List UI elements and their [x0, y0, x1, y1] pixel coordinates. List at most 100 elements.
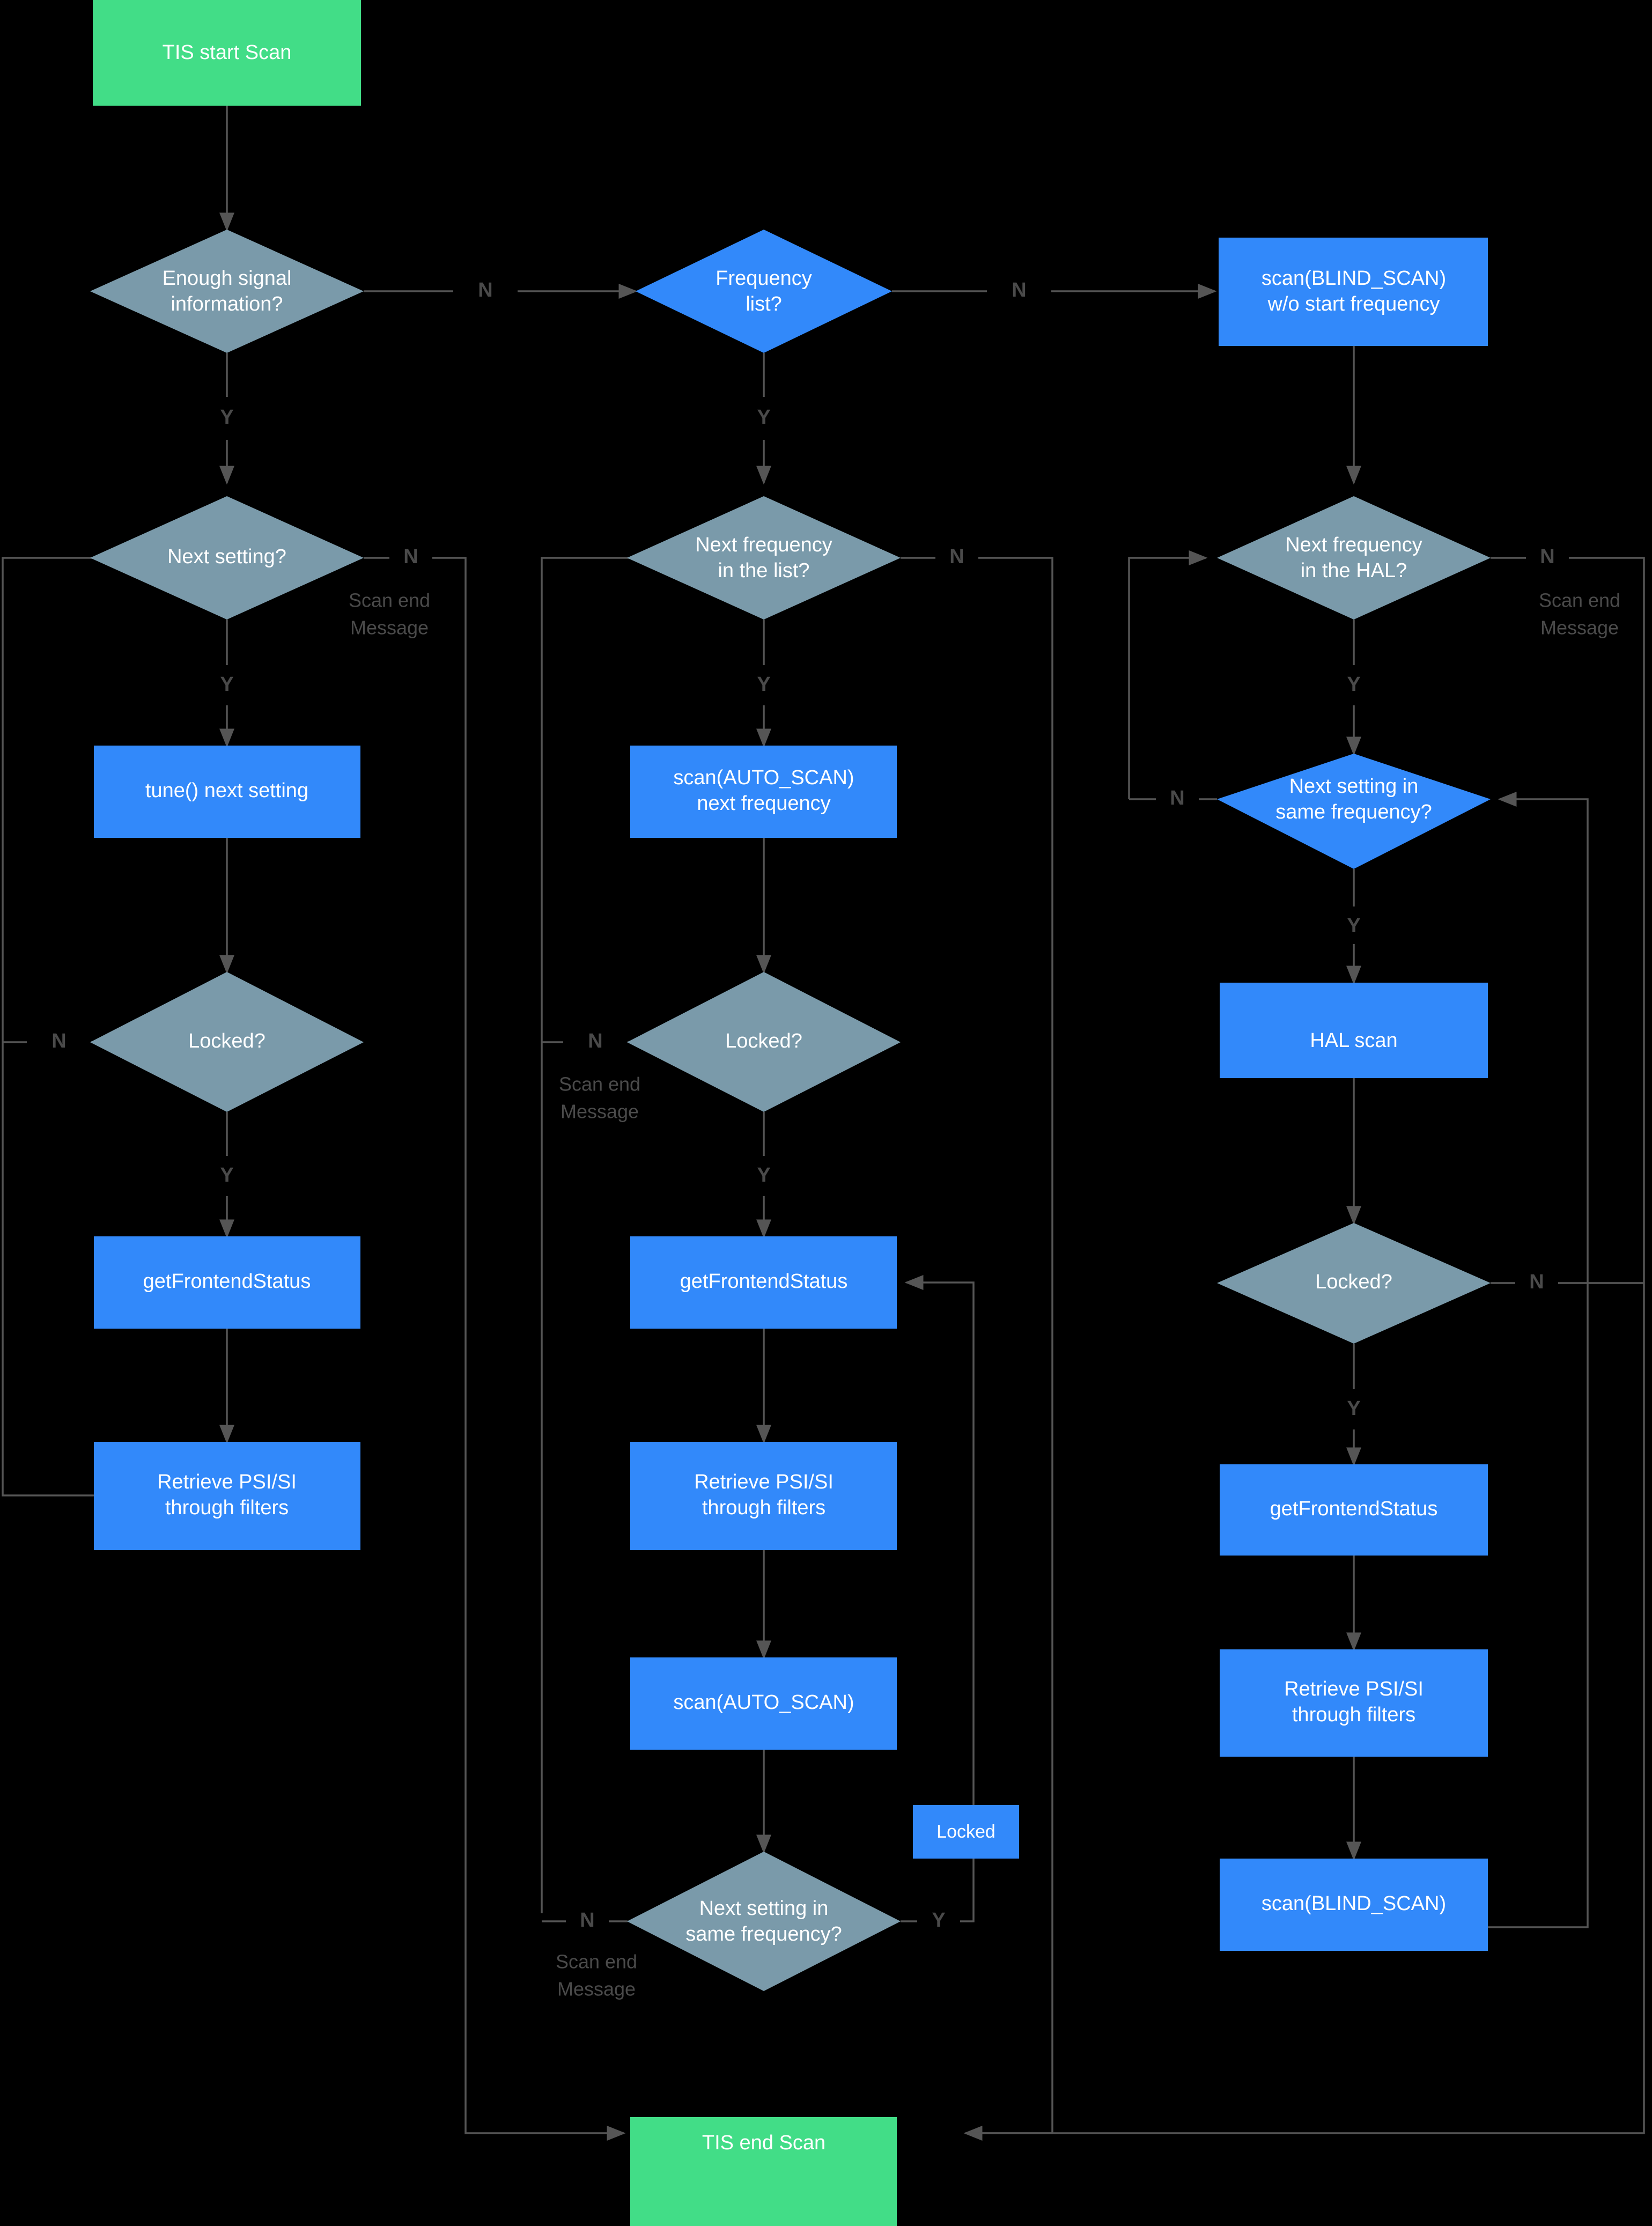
node-next-setting-in-same-frequency-hal[interactable]: Next setting in same frequency?: [1217, 754, 1491, 869]
node-retrieve-psi-si-left[interactable]: Retrieve PSI/SI through filters: [94, 1442, 360, 1550]
node-retrieve-mid-line2: through filters: [702, 1497, 825, 1519]
node-next-setting-same-freq-hal-line2: same frequency?: [1275, 801, 1432, 823]
node-next-freq-hal-line2: in the HAL?: [1301, 559, 1407, 582]
node-next-setting-same-freq-hal-line1: Next setting in: [1289, 775, 1419, 798]
node-scan-auto-scan-next-frequency[interactable]: scan(AUTO_SCAN) next frequency: [630, 746, 897, 838]
edge-label-next-setting-yes: Y: [220, 673, 233, 696]
edge-note-next-freq-hal-scan-end-2: Message: [1540, 617, 1619, 639]
edge-label-next-setting-same-freq-mid-no: N: [580, 1909, 594, 1932]
node-next-setting-in-same-frequency-mid[interactable]: Next setting in same frequency?: [627, 1852, 901, 1991]
edge-note-next-setting-scan-end-1: Scan end: [349, 589, 430, 611]
edge-note-next-setting-same-freq-mid-scan-end-2: Message: [557, 1978, 636, 2000]
node-enough-signal-line1: Enough signal: [163, 267, 292, 290]
node-next-freq-list-line1: Next frequency: [695, 534, 832, 556]
edge-label-frequency-list-yes: Y: [757, 406, 770, 429]
node-get-frontend-status-right[interactable]: getFrontendStatus: [1220, 1464, 1488, 1556]
node-scan-blind-scan-no-start-frequency[interactable]: scan(BLIND_SCAN) w/o start frequency: [1219, 238, 1488, 346]
node-enough-signal-information[interactable]: Enough signal information?: [90, 230, 364, 353]
edge-next-setting-same-freq-mid-yes-route: [904, 1275, 975, 1922]
node-scan-auto-label: scan(AUTO_SCAN): [673, 1691, 854, 1714]
node-frequency-list-line1: Frequency: [716, 267, 812, 290]
node-tis-start-scan[interactable]: TIS start Scan: [93, 0, 361, 106]
node-hal-scan-label: HAL scan: [1310, 1029, 1397, 1052]
edge-label-next-setting-same-freq-hal-no: N: [1170, 787, 1184, 809]
node-next-frequency-in-the-list[interactable]: Next frequency in the list?: [627, 496, 901, 620]
node-next-frequency-in-the-hal[interactable]: Next frequency in the HAL?: [1217, 496, 1491, 620]
edge-next-setting-no-route-to-end: [432, 557, 626, 2141]
edge-label-frequency-list-no: N: [1012, 279, 1026, 301]
node-scan-auto-scan[interactable]: scan(AUTO_SCAN): [630, 1657, 897, 1750]
node-tune-next-setting[interactable]: tune() next setting: [94, 746, 360, 838]
node-get-frontend-mid-label: getFrontendStatus: [680, 1270, 848, 1293]
edge-label-locked-left-yes: Y: [220, 1164, 233, 1186]
node-frequency-list-line2: list?: [746, 293, 782, 315]
edge-label-enough-signal-no: N: [478, 279, 492, 301]
node-retrieve-psi-si-right[interactable]: Retrieve PSI/SI through filters: [1220, 1649, 1488, 1757]
node-locked-mid-label: Locked?: [725, 1030, 802, 1052]
node-retrieve-mid-line1: Retrieve PSI/SI: [694, 1471, 834, 1493]
node-next-setting-label: Next setting?: [167, 546, 286, 568]
nodes-layer: TIS start Scan Enough signal information…: [90, 0, 1491, 2226]
node-scan-blind-right-label: scan(BLIND_SCAN): [1262, 1892, 1446, 1915]
node-hal-scan[interactable]: HAL scan: [1220, 983, 1488, 1078]
node-locked-mid[interactable]: Locked?: [627, 972, 901, 1112]
edge-left-loopback-rail: [2, 550, 135, 1497]
node-locked-tag[interactable]: Locked: [913, 1805, 1019, 1859]
edge-label-next-setting-same-freq-mid-yes: Y: [932, 1909, 945, 1932]
node-locked-left[interactable]: Locked?: [90, 972, 364, 1112]
node-next-setting-same-freq-mid-line2: same frequency?: [685, 1923, 842, 1945]
edge-label-next-freq-list-yes: Y: [757, 673, 770, 696]
node-retrieve-left-line1: Retrieve PSI/SI: [157, 1471, 297, 1493]
edge-label-next-setting-no: N: [403, 546, 418, 568]
node-next-freq-list-line2: in the list?: [718, 559, 809, 582]
edge-label-locked-left-no: N: [51, 1030, 66, 1052]
node-get-frontend-status-mid[interactable]: getFrontendStatus: [630, 1236, 897, 1329]
node-next-setting[interactable]: Next setting?: [90, 496, 364, 620]
edge-note-locked-mid-scan-end-1: Scan end: [559, 1073, 640, 1095]
edge-label-next-freq-hal-no: N: [1540, 546, 1554, 568]
node-get-frontend-left-label: getFrontendStatus: [143, 1270, 311, 1293]
edge-mid-loopback-rail: [541, 550, 672, 1913]
edge-scan-blind-right-loopback: [1487, 792, 1589, 1928]
edges-layer: [2, 106, 1645, 2141]
edge-labels-layer: N Y N Y N Scan end Message Y N Y N Scan …: [51, 279, 1620, 2000]
edge-next-freq-list-no-route-to-end: [963, 557, 1053, 2141]
node-scan-auto-next-freq-line2: next frequency: [697, 792, 830, 815]
edge-hal-inner-loopback-rail: [1128, 550, 1208, 799]
node-enough-signal-line2: information?: [171, 293, 283, 315]
node-blind-scan-no-start-line2: w/o start frequency: [1267, 293, 1440, 315]
node-locked-tag-label: Locked: [936, 1822, 995, 1842]
node-frequency-list[interactable]: Frequency list?: [636, 230, 892, 353]
edge-label-locked-right-no: N: [1529, 1271, 1544, 1293]
edge-label-next-setting-same-freq-hal-yes: Y: [1347, 915, 1360, 937]
edge-label-locked-mid-no: N: [588, 1030, 602, 1052]
node-locked-right[interactable]: Locked?: [1217, 1223, 1491, 1344]
node-next-setting-same-freq-mid-line1: Next setting in: [699, 1897, 829, 1920]
node-next-freq-hal-line1: Next frequency: [1285, 534, 1422, 556]
edge-next-freq-hal-no-route-to-end: [965, 557, 1645, 2134]
node-get-frontend-right-label: getFrontendStatus: [1270, 1498, 1438, 1520]
node-retrieve-psi-si-mid[interactable]: Retrieve PSI/SI through filters: [630, 1442, 897, 1550]
edge-note-next-setting-scan-end-2: Message: [350, 617, 429, 639]
edge-label-locked-mid-yes: Y: [757, 1164, 770, 1186]
node-retrieve-right-line1: Retrieve PSI/SI: [1284, 1678, 1424, 1700]
edge-label-enough-signal-yes: Y: [220, 406, 233, 429]
edge-note-next-setting-same-freq-mid-scan-end-1: Scan end: [556, 1951, 637, 1973]
edge-note-locked-mid-scan-end-2: Message: [560, 1101, 639, 1123]
edge-note-next-freq-hal-scan-end-1: Scan end: [1539, 589, 1620, 611]
node-retrieve-left-line2: through filters: [165, 1497, 289, 1519]
node-locked-left-label: Locked?: [188, 1030, 266, 1052]
node-tis-end-scan-label: TIS end Scan: [702, 2132, 825, 2154]
node-tune-next-setting-label: tune() next setting: [145, 779, 308, 802]
node-locked-right-label: Locked?: [1315, 1271, 1392, 1293]
node-get-frontend-status-left[interactable]: getFrontendStatus: [94, 1236, 360, 1329]
node-tis-end-scan[interactable]: TIS end Scan: [630, 2117, 897, 2226]
node-retrieve-right-line2: through filters: [1292, 1704, 1415, 1726]
node-scan-blind-scan-right[interactable]: scan(BLIND_SCAN): [1220, 1859, 1488, 1951]
edge-label-next-freq-hal-yes: Y: [1347, 673, 1360, 696]
node-tis-start-scan-label: TIS start Scan: [163, 41, 292, 64]
node-blind-scan-no-start-line1: scan(BLIND_SCAN): [1262, 267, 1446, 290]
edge-label-next-freq-list-no: N: [949, 546, 964, 568]
